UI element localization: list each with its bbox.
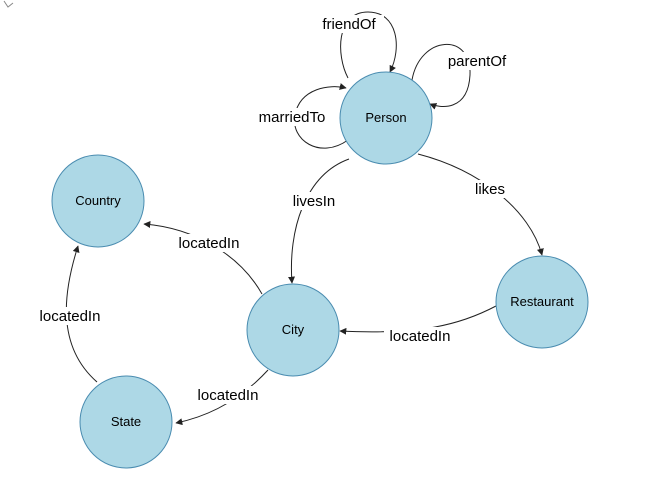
node-label-city: City [282, 322, 305, 337]
edge-label-restaurant-city: locatedIn [390, 328, 451, 345]
edge-city-country: locatedIn [143, 221, 263, 295]
corner-mark [3, 0, 14, 8]
node-label-state: State [111, 414, 141, 429]
node-label-person: Person [365, 110, 406, 125]
edge-restaurant-city: locatedIn [339, 305, 497, 345]
edge-marriedTo: marriedTo [250, 83, 349, 149]
edge-parentOf: parentOf [411, 44, 514, 110]
edge-likes: likes [417, 153, 544, 256]
node-city[interactable]: City [246, 283, 340, 377]
edge-label-city-state: locatedIn [198, 387, 259, 404]
edge-label-city-country: locatedIn [179, 235, 240, 252]
node-state[interactable]: State [79, 375, 173, 469]
edge-label-likes: likes [475, 181, 505, 198]
node-label-restaurant: Restaurant [510, 294, 574, 309]
node-country[interactable]: Country [51, 154, 145, 248]
edge-city-state: locatedIn [175, 369, 269, 426]
node-restaurant[interactable]: Restaurant [495, 255, 589, 349]
edge-label-friendOf: friendOf [322, 16, 376, 33]
edge-label-state-country: locatedIn [40, 308, 101, 325]
edge-label-marriedTo: marriedTo [259, 109, 326, 126]
edge-state-country: locatedIn [33, 245, 107, 383]
edge-label-livesIn: livesIn [293, 193, 336, 210]
node-person[interactable]: Person [339, 71, 433, 165]
edge-friendOf: friendOf [314, 11, 397, 79]
node-label-country: Country [75, 193, 121, 208]
edge-livesIn: livesIn [287, 158, 350, 284]
edge-label-parentOf: parentOf [448, 53, 507, 70]
